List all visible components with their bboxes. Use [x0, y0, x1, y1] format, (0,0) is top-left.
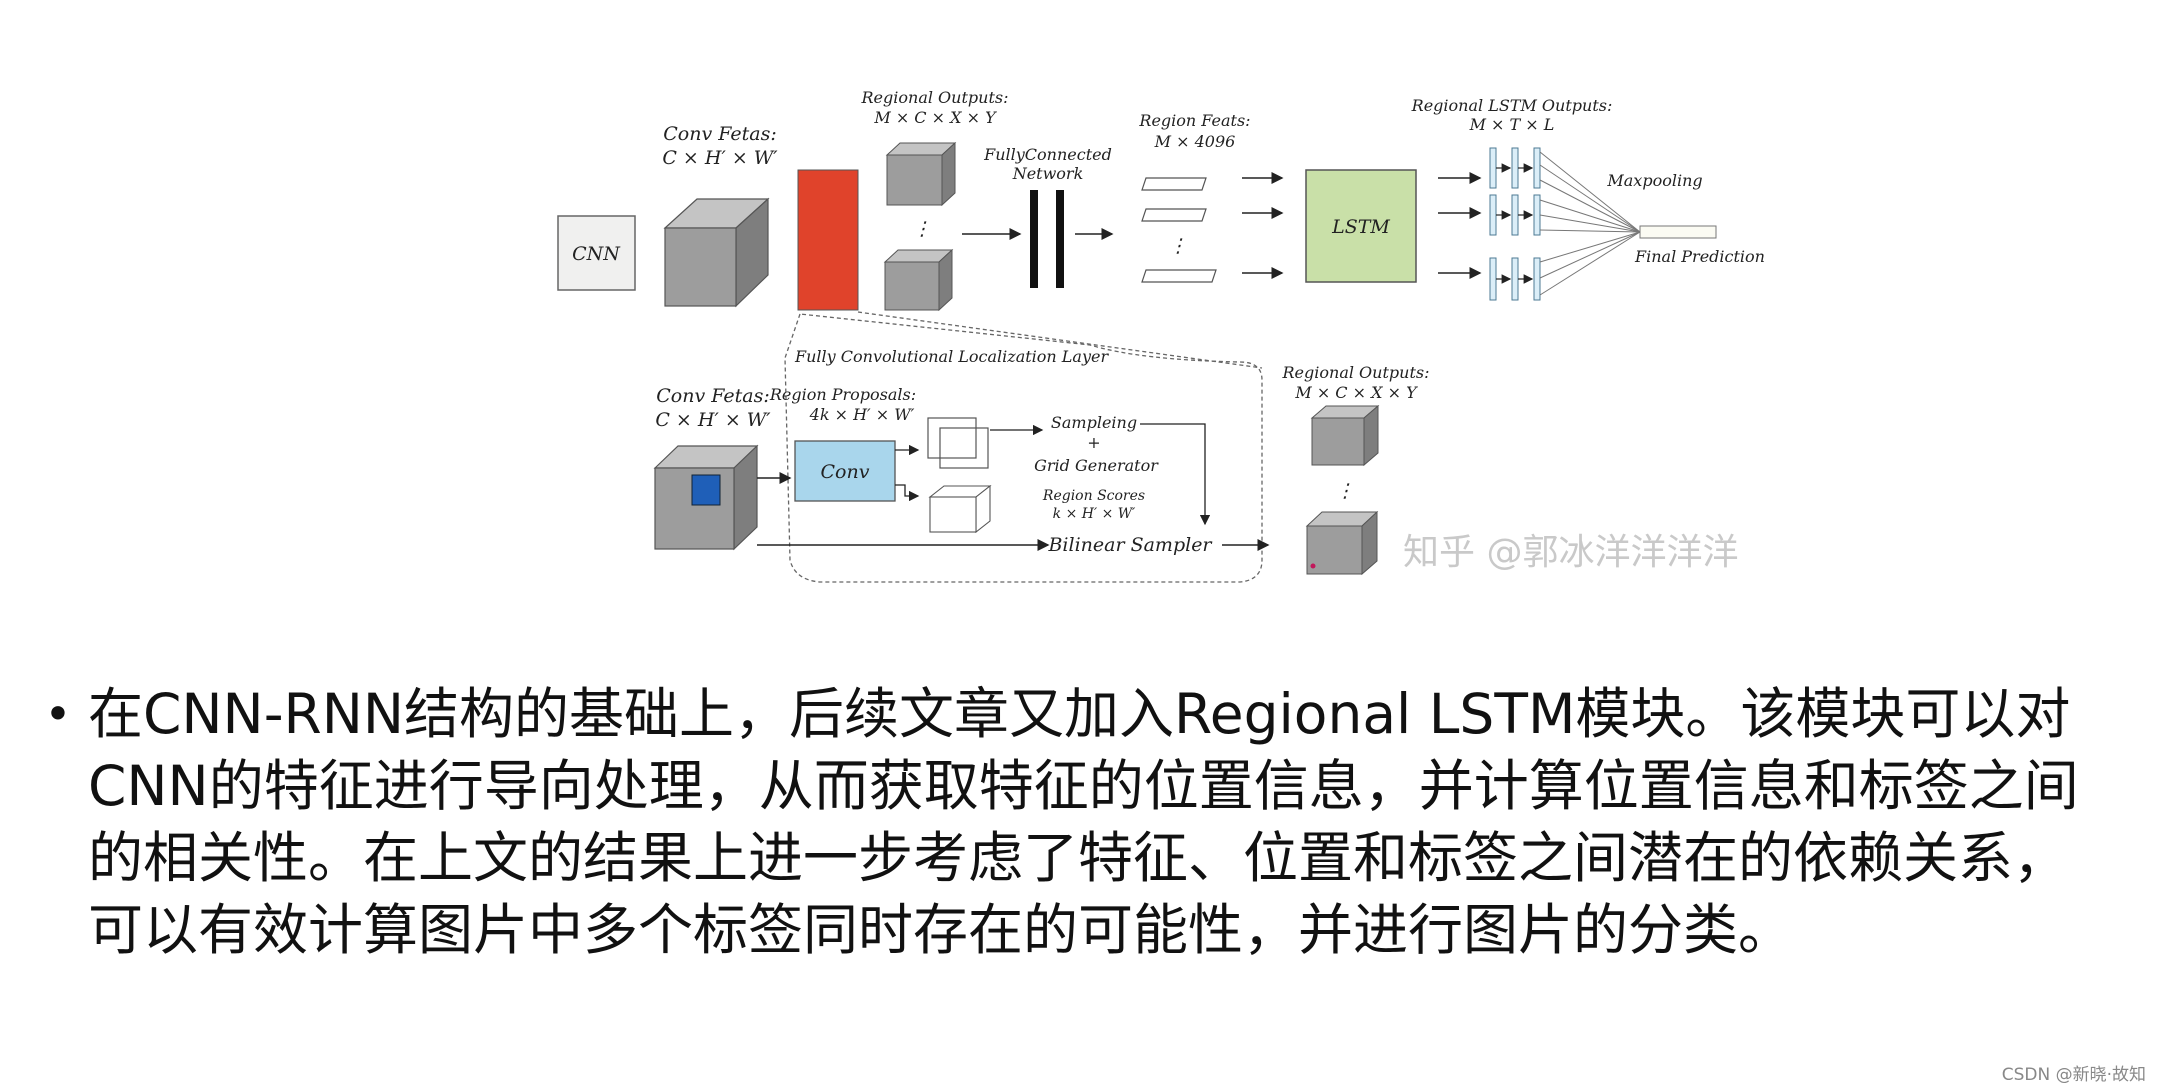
top-regional-outputs-title: Regional Outputs: — [861, 88, 1009, 107]
fc-bar-2 — [1056, 190, 1064, 288]
cnn-box — [557, 215, 636, 291]
fcl-title: Fully Convolutional Localization Layer — [794, 347, 1109, 366]
top-regional-cube-1 — [885, 141, 957, 207]
conv-box — [794, 440, 896, 502]
top-regional-cube-2 — [883, 248, 954, 312]
lstm-output-group-3 — [1489, 257, 1541, 301]
final-prediction-bar — [1639, 225, 1717, 239]
fcl-dashed-bottom-link — [857, 311, 1263, 369]
bottom-conv-feats-title: Conv Fetas: — [656, 385, 770, 407]
region-feat-bar-3 — [1141, 269, 1217, 283]
region-feat-bar-1 — [1141, 177, 1207, 191]
bottom-conv-feats-dims: C × H′ × W′ — [655, 409, 771, 431]
region-proposals-dims: 4k × H′ × W′ — [809, 405, 915, 424]
proposal-square-1 — [927, 417, 977, 459]
region-feat-bar-2 — [1141, 208, 1207, 222]
top-conv-feats-title: Conv Fetas: — [663, 123, 777, 145]
bullet-text: 在CNN-RNN结构的基础上，后续文章又加入Regional LSTM模块。该模… — [88, 682, 2079, 962]
regional-lstm-dims: M × T × L — [1469, 115, 1555, 134]
proposal-square-2 — [939, 427, 989, 469]
top-regional-vdots: ⋮ — [913, 218, 932, 240]
top-regional-outputs-dims: M × C × X × Y — [873, 108, 997, 127]
arrow-sampling-down — [1140, 423, 1211, 526]
final-prediction-label: Final Prediction — [1634, 247, 1765, 266]
architecture-diagram: CNN Conv Fetas: C × H′ × W′ Regional Out… — [557, 88, 1765, 583]
maxpooling-lines — [1539, 151, 1641, 296]
red-roi-block — [797, 169, 859, 311]
footer-credit: CSDN @新晓·故知 — [2001, 1065, 2146, 1085]
grid-generator-label: Grid Generator — [1034, 456, 1159, 475]
top-conv-feats-dims: C × H′ × W′ — [662, 147, 778, 169]
region-scores-dims: k × H′ × W′ — [1053, 506, 1137, 522]
region-feats-title: Region Feats: — [1138, 111, 1250, 130]
region-scores-title: Region Scores — [1042, 488, 1145, 504]
region-proposals-title: Region Proposals: — [769, 385, 916, 404]
region-feats-dims: M × 4096 — [1154, 132, 1236, 151]
bottom-regional-outputs-dims: M × C × X × Y — [1294, 383, 1418, 402]
maxpooling-label: Maxpooling — [1606, 171, 1702, 190]
bottom-regional-outputs-title: Regional Outputs: — [1282, 363, 1430, 382]
fc-title-1: FullyConnected — [983, 145, 1112, 164]
lstm-output-group-1 — [1489, 147, 1541, 189]
bullet-paragraph: • 在CNN-RNN结构的基础上，后续文章又加入Regional LSTM模块。… — [28, 678, 2128, 966]
conv-label: Conv — [821, 461, 870, 483]
bullet-dot: • — [44, 687, 72, 741]
lstm-label: LSTM — [1331, 216, 1390, 238]
bilinear-sampler-label: Bilinear Sampler — [1047, 534, 1213, 556]
fcl-dashed-boundary — [784, 313, 1263, 583]
small-blue-patch — [691, 474, 721, 506]
cnn-label: CNN — [572, 243, 621, 265]
lstm-output-group-2 — [1489, 194, 1541, 236]
region-feats-vdots: ⋮ — [1169, 235, 1188, 257]
fc-bar-1 — [1030, 190, 1038, 288]
bottom-regional-cube-2 — [1305, 510, 1379, 576]
arrow-conv-to-scores — [895, 484, 920, 502]
watermark-text: 知乎 @郭冰洋洋洋洋 — [1403, 532, 1738, 573]
fc-title-2: Network — [1012, 164, 1084, 183]
sampling-label: Sampleing — [1051, 413, 1137, 432]
region-scores-cube — [928, 484, 992, 534]
regional-lstm-title: Regional LSTM Outputs: — [1411, 96, 1613, 115]
bottom-regional-vdots: ⋮ — [1336, 480, 1355, 502]
bottom-regional-cube-1 — [1310, 404, 1380, 467]
bottom-feature-cube — [653, 444, 759, 551]
plus-label: + — [1087, 433, 1100, 452]
top-feature-cube — [663, 197, 770, 308]
lstm-box — [1305, 169, 1417, 283]
